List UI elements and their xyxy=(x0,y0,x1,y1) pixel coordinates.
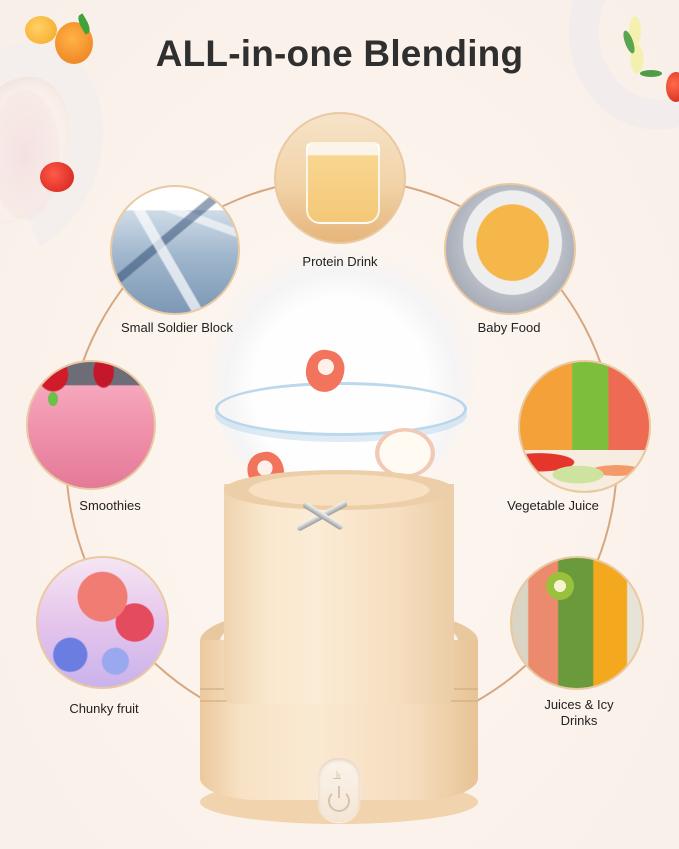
baby-food-image xyxy=(444,183,576,315)
item-label-smoothies: Smoothies xyxy=(79,498,141,513)
mode-icon: ⫡ xyxy=(333,768,342,782)
item-label-baby-food: Baby Food xyxy=(477,320,541,335)
peach-slice-icon xyxy=(25,16,57,44)
blade-icon xyxy=(290,496,354,536)
power-icon xyxy=(328,786,350,812)
item-label-small-soldier-block: Small Soldier Block xyxy=(121,320,233,335)
label-line-1: Juices & Icy xyxy=(544,697,614,712)
berry-splash-decoration xyxy=(0,90,60,220)
power-button[interactable]: ⫡ xyxy=(318,758,360,822)
chunky-fruit-image xyxy=(36,556,169,689)
strawberry-icon xyxy=(40,162,74,192)
jar-rim xyxy=(215,382,467,436)
protein-drink-image xyxy=(274,112,406,244)
item-label-juices-icy-drinks: Juices & Icy Drinks xyxy=(479,697,679,729)
juices-image xyxy=(510,556,644,690)
item-label-vegetable-juice: Vegetable Juice xyxy=(507,498,599,513)
item-label-protein-drink: Protein Drink xyxy=(302,254,378,269)
item-label-chunky-fruit: Chunky fruit xyxy=(69,701,139,716)
smoothie-image xyxy=(26,360,156,490)
apple-slice-icon xyxy=(375,428,435,478)
strawberry-icon xyxy=(666,72,679,102)
vegetable-juice-image xyxy=(518,360,651,493)
leaf-icon xyxy=(640,70,662,77)
label-line-2: Drinks xyxy=(560,713,598,728)
vanilla-flower-icon xyxy=(615,10,655,80)
page-title: ALL-in-one Blending xyxy=(155,33,524,74)
ice-image xyxy=(110,185,240,315)
